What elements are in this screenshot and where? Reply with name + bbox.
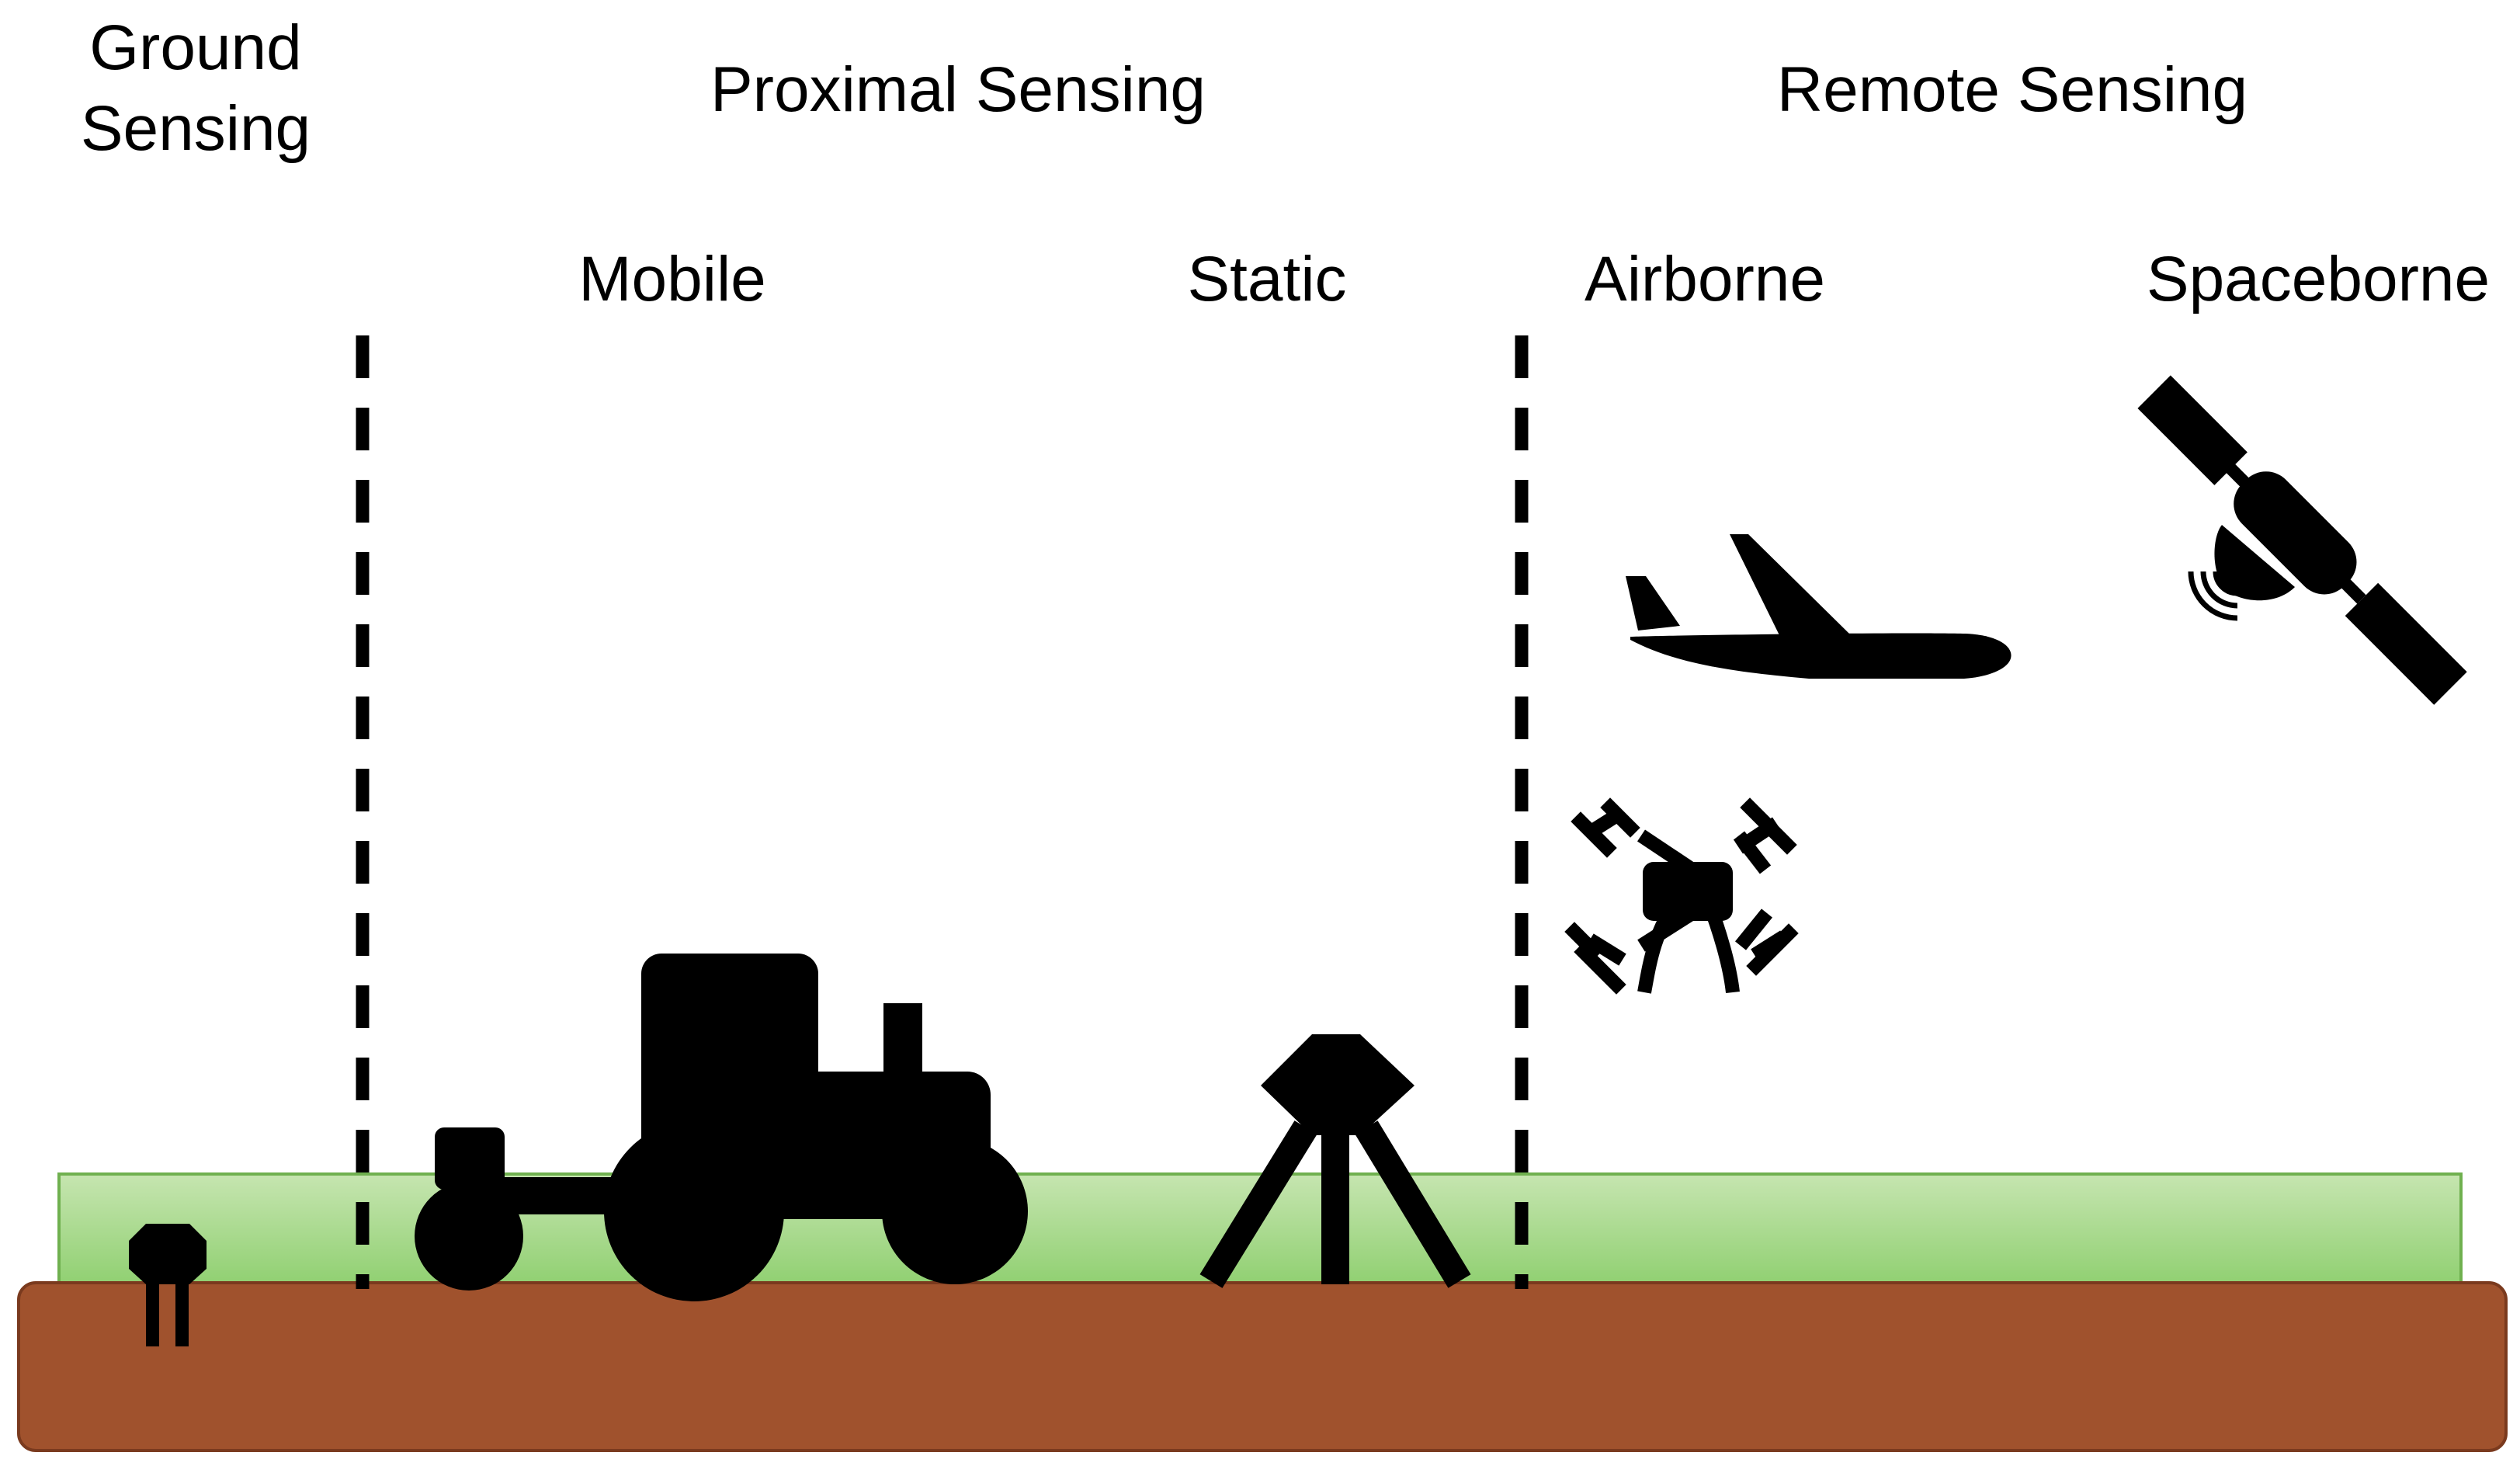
mobile-label: Mobile — [578, 244, 766, 314]
satellite-icon — [2137, 375, 2467, 705]
ground-sensing-title-line1: Ground — [89, 12, 302, 83]
tractor-icon — [415, 954, 1028, 1301]
remote-sensing-title: Remote Sensing — [1776, 54, 2248, 125]
ground-sensing-title-line2: Sensing — [80, 93, 311, 164]
airborne-label: Airborne — [1585, 244, 1825, 314]
airplane-icon — [1626, 534, 2011, 679]
tripod-sensor-icon — [1199, 1034, 1471, 1288]
soil-sensor-icon — [129, 1224, 207, 1346]
static-label: Static — [1187, 244, 1347, 314]
drone-icon — [1564, 797, 1799, 995]
proximal-sensing-title: Proximal Sensing — [710, 54, 1206, 125]
soil-layer — [17, 1281, 2508, 1452]
spaceborne-label: Spaceborne — [2146, 244, 2490, 314]
